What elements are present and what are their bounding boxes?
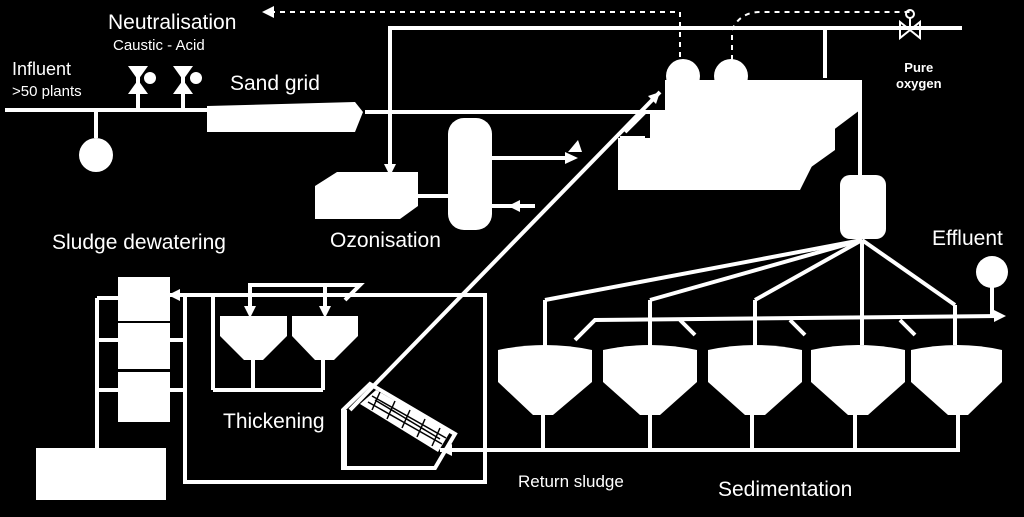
oxygen-valve bbox=[899, 9, 921, 41]
pure-oxygen-line-2: oxygen bbox=[896, 76, 942, 91]
plants-label: >50 plants bbox=[12, 83, 82, 100]
pure-oxygen-line-1: Pure bbox=[904, 60, 934, 75]
influent-label: Influent bbox=[12, 59, 72, 79]
return-sludge-label: Return sludge bbox=[518, 472, 624, 491]
arrow-heads bbox=[168, 6, 1006, 456]
thickening-label: Thickening bbox=[223, 410, 325, 433]
pipes bbox=[5, 11, 1001, 484]
sand-grid-label: Sand grid bbox=[230, 72, 320, 95]
sludge-dewatering-label: Sludge dewatering bbox=[52, 231, 226, 254]
effluent-label: Effluent bbox=[932, 227, 1003, 250]
neutralisation-label: Neutralisation bbox=[108, 11, 237, 34]
return-sludge-screen bbox=[341, 381, 458, 470]
sedimentation-label: Sedimentation bbox=[718, 478, 853, 501]
equipment bbox=[36, 59, 1008, 500]
pure-oxygen-label: Pure oxygen bbox=[896, 60, 942, 92]
ozonisation-label: Ozonisation bbox=[330, 229, 441, 252]
caustic-acid-label: Caustic - Acid bbox=[113, 37, 205, 54]
